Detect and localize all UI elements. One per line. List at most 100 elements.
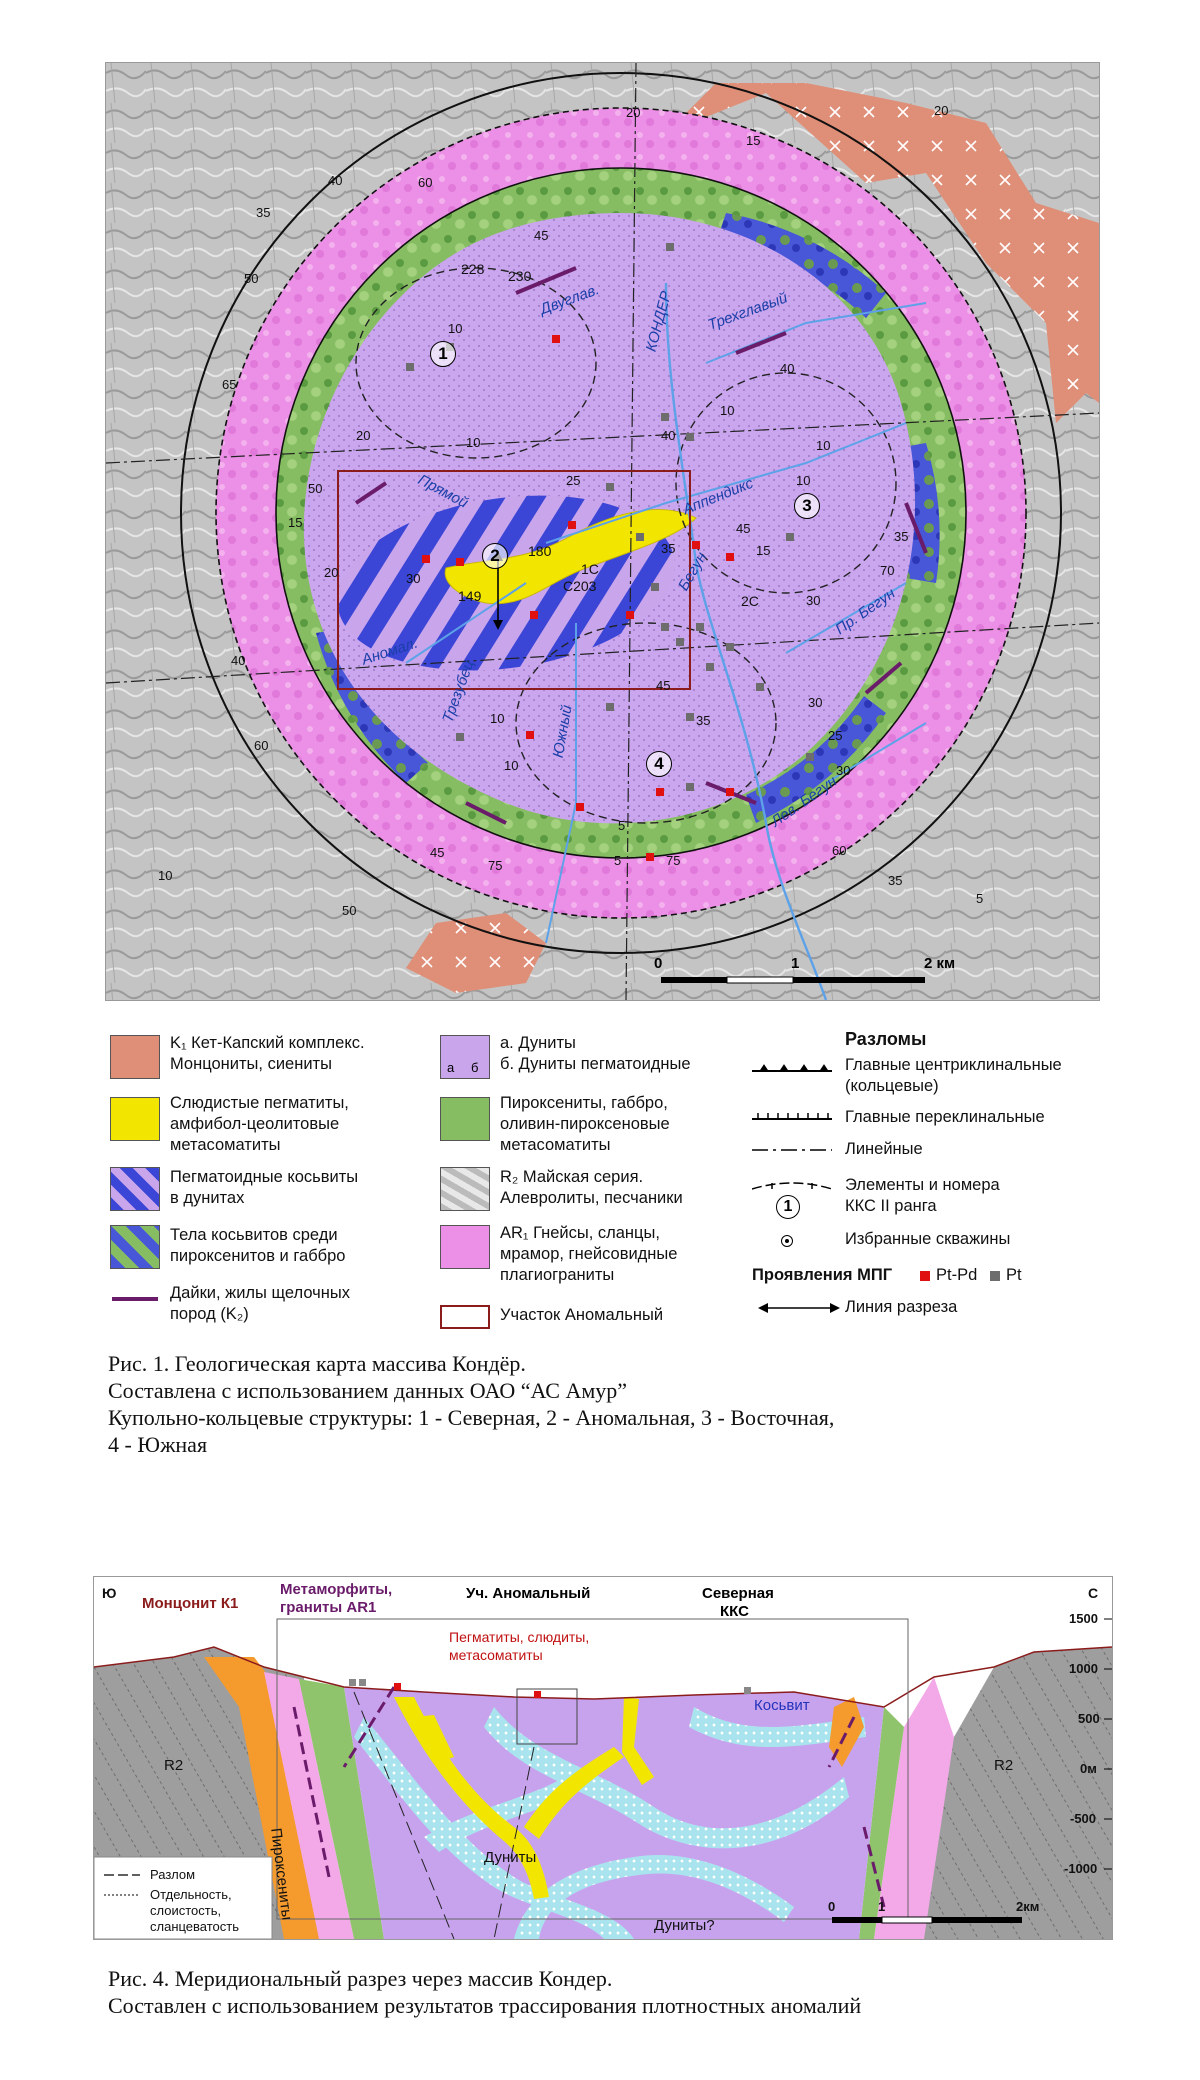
section-legend-fault: Разлом <box>150 1867 196 1882</box>
section-label-pegm-1: Пегматиты, слюдиты, <box>449 1629 590 1645</box>
section-scale-bar <box>832 1916 1022 1924</box>
section-anomal-box <box>276 1618 909 1920</box>
dip-value: 40 <box>780 361 795 376</box>
pegmatite-body <box>444 509 697 605</box>
map-svg <box>106 63 1099 1000</box>
dip-value: 30 <box>806 593 821 608</box>
dike <box>904 502 928 554</box>
dip-value: 35 <box>888 873 903 888</box>
section-label-r2-left: R2 <box>164 1757 184 1774</box>
section-fault <box>862 1826 886 1908</box>
anomal-area-box <box>337 470 691 690</box>
section-scale-tick: 1 <box>878 1899 886 1914</box>
dip-value: 10 <box>466 435 481 450</box>
dip-value: 10 <box>490 711 505 726</box>
dip-value: 35 <box>661 541 676 556</box>
dip-value: 50 <box>308 481 323 496</box>
section-fault <box>342 1686 396 1768</box>
section-pyroxenite-left <box>299 1679 384 1939</box>
dip-value: 10 <box>158 868 173 883</box>
structure-number-2: 2 <box>482 543 508 569</box>
dip-value: 30 <box>406 571 421 586</box>
section-pyroxenite-right <box>859 1707 904 1939</box>
section-label-pegm-2: метасоматиты <box>449 1647 543 1663</box>
legend-mpg-title: Проявления МПГ <box>752 1266 893 1284</box>
legend-icon-section-line <box>758 1303 840 1313</box>
dip-value: 45 <box>656 678 671 693</box>
dip-value: 5 <box>618 818 626 833</box>
dip-value: 10 <box>720 403 735 418</box>
legend-item: Пироксениты, габбро, оливин-пироксеновые… <box>500 1094 670 1154</box>
section-kosvit-vein <box>689 1707 866 1747</box>
section-kosvit-vein <box>484 1707 849 1849</box>
dip-value: 45 <box>430 845 445 860</box>
section-north: С <box>1088 1585 1099 1601</box>
dip-value: 40 <box>661 428 676 443</box>
dike <box>465 801 507 825</box>
structure-number-1: 1 <box>430 341 456 367</box>
section-scale-tick: 2км <box>1016 1899 1040 1914</box>
ring-fault-inner <box>275 167 967 859</box>
dip-value: 20 <box>324 565 339 580</box>
legend-faults-title: Разломы <box>845 1029 927 1049</box>
dip-value: 40 <box>328 173 343 188</box>
elevation-label: 0м <box>1080 1761 1097 1776</box>
well-label: 228 <box>461 261 485 277</box>
legend-icon-ptpd <box>920 1271 930 1281</box>
well-label: 149 <box>458 588 482 604</box>
legend-swatch-gneiss <box>440 1225 490 1269</box>
section-gneiss-right <box>874 1677 954 1939</box>
section-label-metamorph-2: граниты AR1 <box>280 1599 377 1616</box>
structure-outline-3 <box>675 372 897 594</box>
scale-tick: 2 км <box>924 955 956 972</box>
dip-value: 30 <box>836 763 851 778</box>
dip-value: 5 <box>976 891 984 906</box>
dip-value: 5 <box>614 853 622 868</box>
section-pegmatite-vein <box>622 1697 654 1785</box>
section-kosvit-vein <box>424 1777 574 1852</box>
river-lev-begun <box>825 722 927 784</box>
section-legend-separation-3: сланцеватость <box>150 1919 239 1934</box>
scale-tick: 0 <box>654 955 663 972</box>
legend-item: Пегматоидные косьвиты в дунитах <box>170 1168 359 1207</box>
section-legend-box <box>94 1856 273 1939</box>
river-appendix <box>545 422 907 544</box>
section-fault-thin <box>493 1746 535 1939</box>
section-label-dunites-q: Дуниты? <box>654 1917 715 1934</box>
elevation-label: 1500 <box>1069 1611 1098 1626</box>
section-svg <box>94 1577 1112 1939</box>
legend-swatch-pyroxenite <box>440 1097 490 1141</box>
dip-value: 60 <box>418 175 433 190</box>
section-legend-separation-1: Отдельность, <box>150 1887 232 1902</box>
dip-value: 15 <box>746 133 761 148</box>
legend-item: R₂ Майская серия. Алевролиты, песчаники <box>500 1168 683 1207</box>
dip-value: 65 <box>222 377 237 392</box>
section-pegmatite-vein <box>524 1747 624 1839</box>
dip-value: 15 <box>288 515 303 530</box>
dike <box>735 331 787 355</box>
section-label-r2-right: R2 <box>994 1757 1014 1774</box>
dip-value: 75 <box>488 858 503 873</box>
legend-item: Главные переклинальные <box>845 1108 1045 1126</box>
section-label-dunites: Дуниты <box>484 1849 537 1866</box>
ring-fault-mid <box>215 107 1027 919</box>
section-fault <box>827 1716 856 1768</box>
dike <box>864 661 903 695</box>
legend-icon-pericline-fault <box>752 1113 832 1120</box>
linear-fault-2 <box>106 622 1099 684</box>
well-label: 180 <box>528 543 552 559</box>
section-label-anomal: Уч. Аномальный <box>466 1585 591 1602</box>
linear-fault-3 <box>625 63 637 1000</box>
legend-icon-pt <box>990 1271 1000 1281</box>
section-fault-thin <box>353 1691 455 1939</box>
dike <box>515 266 577 295</box>
dip-value: 10 <box>504 758 519 773</box>
legend-icon-linear-fault <box>752 1149 832 1151</box>
legend-icon-ring-fault <box>752 1064 832 1072</box>
dip-value: 25 <box>566 473 581 488</box>
section-line-arrow <box>493 620 503 630</box>
monzonite-body-s <box>406 913 546 993</box>
dip-value: 35 <box>256 205 271 220</box>
section-label-northern-1: Северная <box>702 1585 774 1602</box>
river-konder <box>664 282 828 1000</box>
